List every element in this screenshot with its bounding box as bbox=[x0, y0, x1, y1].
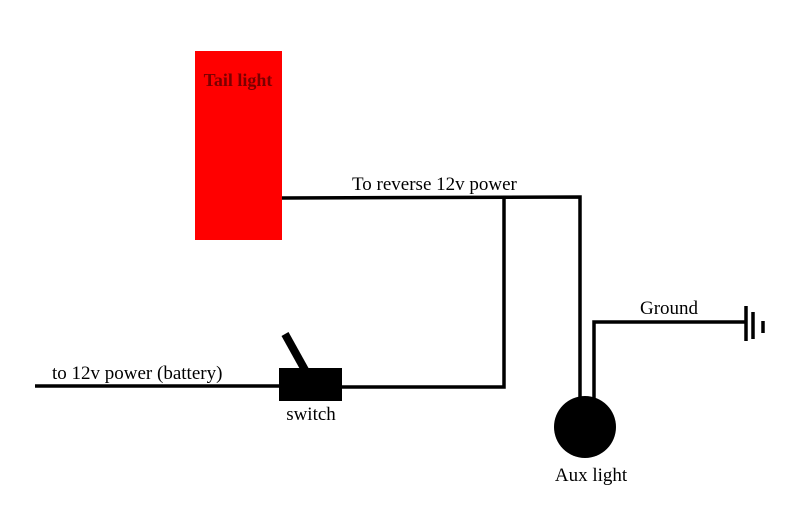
tail-light-label: Tail light bbox=[204, 70, 273, 90]
wires bbox=[35, 195, 746, 400]
reverse-power-label: To reverse 12v power bbox=[352, 174, 518, 195]
ground-symbol-icon bbox=[744, 306, 765, 341]
aux-light bbox=[554, 396, 616, 458]
switch-icon[interactable] bbox=[279, 332, 342, 401]
ground-label: Ground bbox=[640, 298, 699, 319]
switch-label: switch bbox=[286, 404, 336, 425]
reverse-power-wire bbox=[281, 195, 582, 400]
tail-light bbox=[195, 51, 282, 240]
battery-power-label: to 12v power (battery) bbox=[52, 363, 222, 384]
aux-light-label: Aux light bbox=[555, 465, 628, 486]
ground-wire bbox=[592, 320, 746, 400]
switch-to-reverse-wire bbox=[342, 198, 506, 389]
